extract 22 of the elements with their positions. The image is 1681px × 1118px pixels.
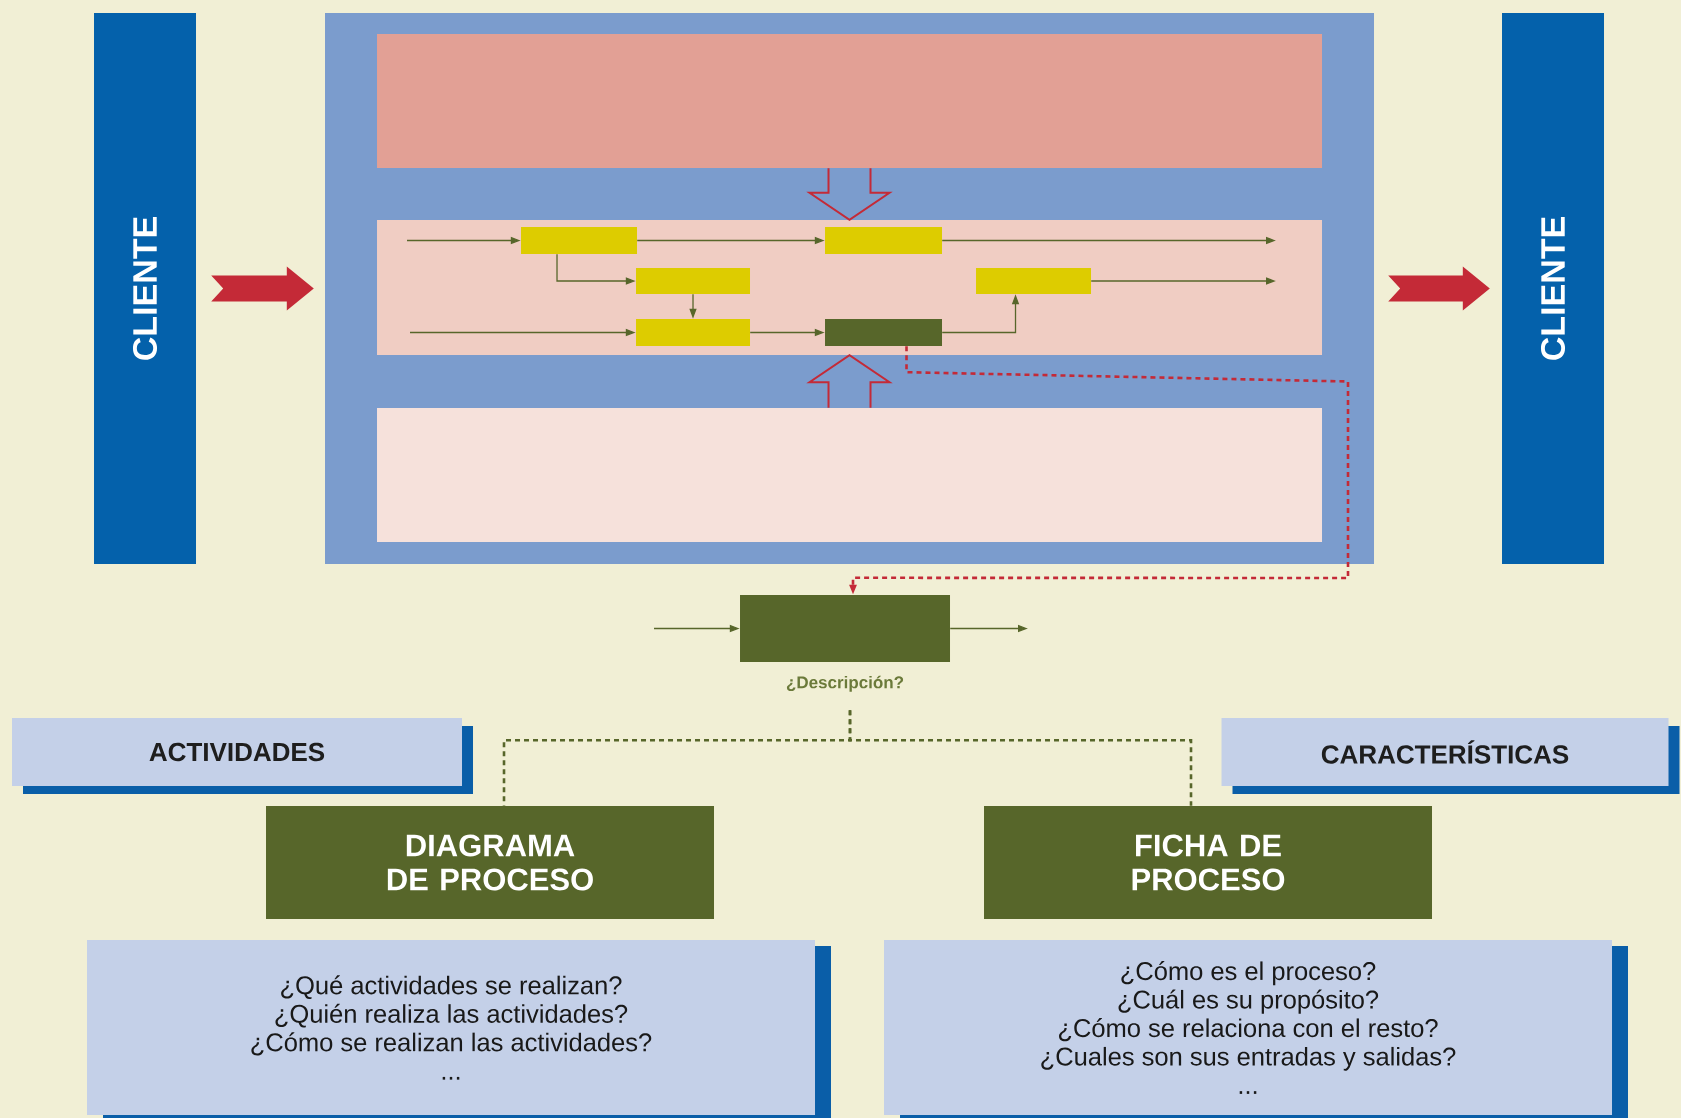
- question-box: ¿Cómo es el proceso? ¿Cuál es su propósito? ¿Cómo se relaciona con el resto? ¿Cuales son sus entradas y salidas? ...: [884, 940, 1628, 1118]
- process-box: [521, 227, 637, 254]
- side-bar: CLIENTE: [1502, 13, 1604, 564]
- side-bar: CLIENTE: [94, 13, 196, 564]
- arrow: [211, 266, 314, 311]
- process-box: [976, 268, 1091, 294]
- heading-box: FICHA DE PROCESO: [984, 806, 1432, 919]
- hollow-arrow: [806, 354, 893, 409]
- process-box: [636, 319, 750, 346]
- caption-text: ¿Descripción?: [786, 675, 904, 692]
- process-box: [825, 227, 942, 254]
- arrow: [1388, 266, 1490, 311]
- band: [377, 34, 1322, 168]
- hollow-arrow: [806, 167, 893, 221]
- band: [377, 408, 1322, 542]
- process-box: [825, 319, 942, 346]
- heading-tab: ACTIVIDADES: [12, 718, 473, 794]
- heading-box: DIAGRAMA DE PROCESO: [266, 806, 714, 919]
- heading-tab: CARACTERÍSTICAS: [1221, 718, 1680, 794]
- process-box: [636, 268, 750, 294]
- question-box: ¿Qué actividades se realizan? ¿Quién realiza las actividades? ¿Cómo se realizan las actividades? ...: [87, 940, 831, 1118]
- connector-line: [848, 710, 1193, 806]
